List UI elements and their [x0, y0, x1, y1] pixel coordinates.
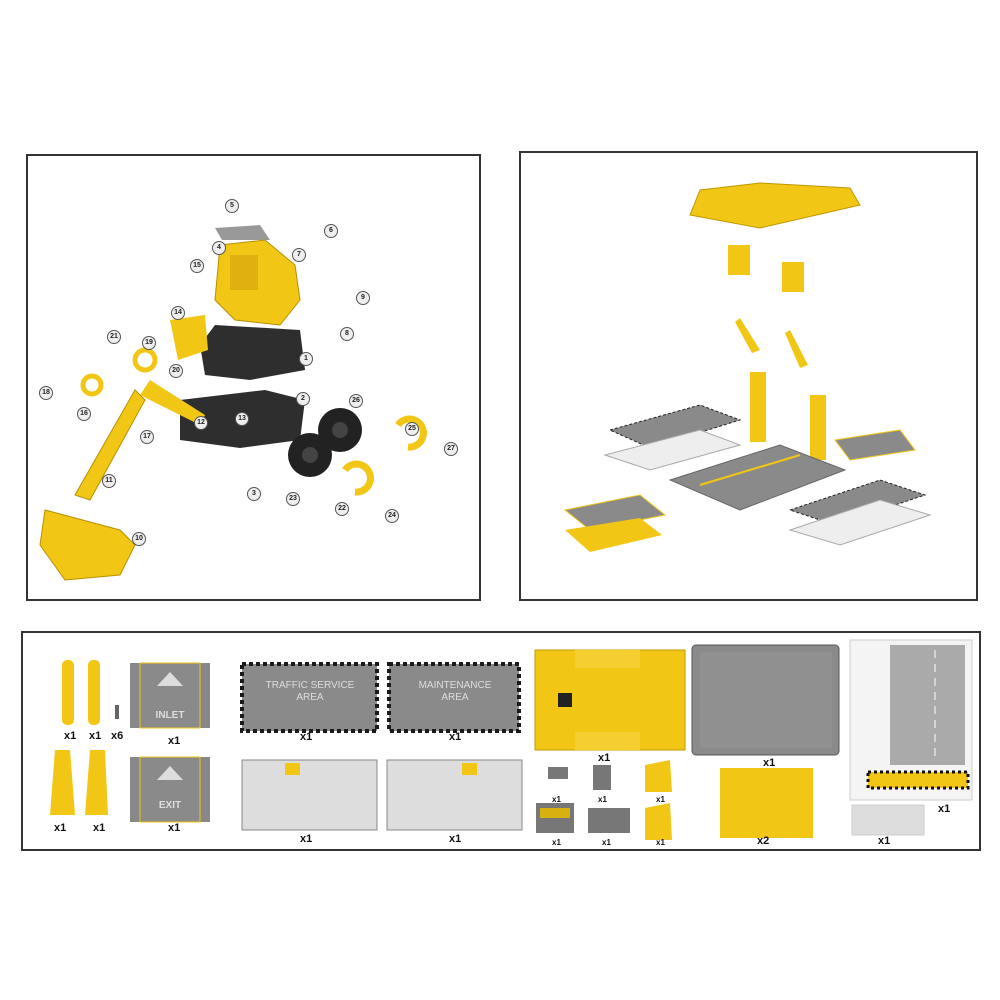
inlet-label: INLET — [155, 710, 185, 721]
qty-base: x1 — [763, 757, 776, 769]
callout-9: 9 — [356, 291, 370, 305]
qty-sticker-small: x1 — [878, 835, 891, 847]
exit-label: EXIT — [158, 800, 182, 811]
maintenance-label: MAINTENANCE AREA — [418, 680, 492, 703]
part-garage-roof — [689, 182, 861, 229]
callout-18: 18 — [39, 386, 53, 400]
callout-15: 15 — [190, 259, 204, 273]
qty-tray-a: x1 — [300, 833, 313, 845]
qty-kiosk: x1 — [552, 838, 561, 847]
callout-26: 26 — [349, 394, 363, 408]
traffic-service-label: TRAFFIC SERVICE AREA — [265, 680, 355, 703]
part-exit-plate — [563, 494, 667, 531]
callout-19: 19 — [142, 336, 156, 350]
cab-window — [230, 255, 258, 290]
qty-sticker-sheet: x1 — [938, 803, 951, 815]
qty-tray-b: x1 — [449, 833, 462, 845]
callout-24: 24 — [385, 509, 399, 523]
part-upper-body — [200, 325, 305, 380]
qty-arm-a: x1 — [64, 730, 77, 742]
qty-block: x1 — [602, 838, 611, 847]
part-base-plate — [668, 444, 847, 511]
callout-22: 22 — [335, 502, 349, 516]
callout-11: 11 — [102, 474, 116, 488]
qty-leg-b: x1 — [93, 822, 106, 834]
callout-23: 23 — [286, 492, 300, 506]
qty-bracket-a: x1 — [656, 795, 665, 804]
part-arm — [74, 389, 146, 501]
qty-maintenance-sign: x1 — [449, 731, 462, 743]
qty-screws: x6 — [111, 730, 124, 742]
part-roof-plate — [215, 225, 270, 240]
qty-inlet: x1 — [168, 735, 181, 747]
callout-21: 21 — [107, 330, 121, 344]
part-ramp — [720, 768, 813, 838]
callout-4: 4 — [212, 241, 226, 255]
callout-14: 14 — [171, 306, 185, 320]
garage-drawing — [563, 182, 932, 552]
callout-1: 1 — [299, 352, 313, 366]
callout-3: 3 — [247, 487, 261, 501]
qty-exit: x1 — [168, 822, 181, 834]
part-hubcap-a — [395, 415, 427, 451]
callout-25: 25 — [405, 422, 419, 436]
qty-traffic-sign: x1 — [300, 731, 313, 743]
callout-2: 2 — [296, 392, 310, 406]
callout-12: 12 — [194, 416, 208, 430]
callout-8: 8 — [340, 327, 354, 341]
part-sticker-small — [851, 804, 925, 836]
callout-10: 10 — [132, 532, 146, 546]
qty-billboard: x1 — [552, 795, 561, 804]
qty-arm-b: x1 — [89, 730, 102, 742]
part-bucket — [39, 509, 136, 581]
callout-5: 5 — [225, 199, 239, 213]
callout-17: 17 — [140, 430, 154, 444]
callout-13: 13 — [235, 412, 249, 426]
callout-27: 27 — [444, 442, 458, 456]
qty-machine: x1 — [598, 795, 607, 804]
callout-6: 6 — [324, 224, 338, 238]
callout-16: 16 — [77, 407, 91, 421]
qty-leg-a: x1 — [54, 822, 67, 834]
part-traffic-sign-plate — [608, 404, 742, 449]
qty-ramp: x2 — [757, 835, 770, 847]
qty-roof: x1 — [598, 752, 611, 764]
qty-bracket-b: x1 — [656, 838, 665, 847]
parts-drawings — [50, 639, 973, 840]
callout-20: 20 — [169, 364, 183, 378]
excavator-drawing — [39, 225, 427, 581]
part-boom-link — [140, 380, 205, 425]
part-hubcap-b — [342, 460, 374, 496]
callout-7: 7 — [292, 248, 306, 262]
part-side-cover — [170, 315, 208, 360]
